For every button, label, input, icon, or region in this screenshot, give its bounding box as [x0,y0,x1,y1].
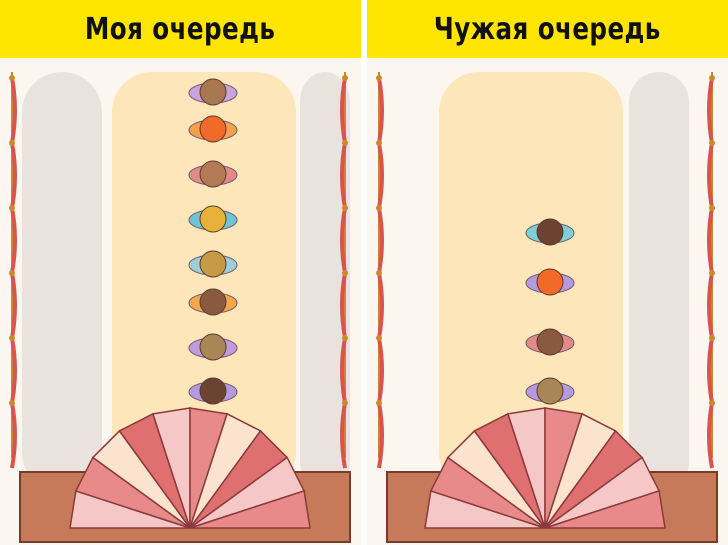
queue-lane [112,72,296,492]
rope-knot [9,400,15,406]
person [188,78,238,106]
rope-knot [376,270,382,276]
person [188,205,238,233]
person [525,218,575,246]
rope-knot [342,400,348,406]
person [188,288,238,316]
rope-knot [709,205,715,211]
queue-scene [376,72,718,543]
rope-knot [709,400,715,406]
rope [707,272,714,339]
rope [340,207,347,274]
rope-knot [342,75,348,81]
panel-header: Моя очередь [0,0,361,58]
person-head [536,328,564,356]
person [188,333,238,361]
queue-scene [9,72,351,543]
person-head [199,160,227,188]
rope [377,402,384,469]
person-head [199,115,227,143]
rope-knot [342,335,348,341]
panel-other-queue: Чужая очередь [367,0,728,545]
rope-knot [709,140,715,146]
rope-knot [709,335,715,341]
umbrella-segment [189,489,311,529]
rope-knot [9,270,15,276]
person-head [536,377,564,405]
rope-knot [376,75,382,81]
rope [707,337,714,404]
side-lane [22,72,102,492]
rope [10,207,17,274]
rope-knot [376,140,382,146]
panel-title: Чужая очередь [434,11,661,47]
person-head [199,78,227,106]
person [188,377,238,405]
rope [10,402,17,469]
person [188,250,238,278]
rope-knot [9,205,15,211]
person-head [536,268,564,296]
rope [10,142,17,209]
person-head [199,250,227,278]
umbrella-segment [544,489,666,529]
rope [340,142,347,209]
rope [707,77,714,144]
person-head [199,288,227,316]
rope-knot [342,270,348,276]
rope [10,77,17,144]
rope-knot [709,75,715,81]
rope [377,207,384,274]
rope-knot [709,270,715,276]
rope-knot [342,205,348,211]
side-lane [629,72,689,492]
rope [340,272,347,339]
rope-knot [376,400,382,406]
rope [10,337,17,404]
rope [707,207,714,274]
rope [340,402,347,469]
person [188,160,238,188]
panel-my-queue: Моя очередь [0,0,361,545]
rope-knot [9,140,15,146]
rope [377,272,384,339]
panel-title: Моя очередь [85,11,276,47]
side-lane [300,72,350,492]
rope [377,142,384,209]
rope [377,77,384,144]
person [525,268,575,296]
rope-knot [9,335,15,341]
rope [707,142,714,209]
rope-knot [376,335,382,341]
person-head [199,377,227,405]
person-head [536,218,564,246]
person [525,328,575,356]
rope [377,337,384,404]
rope [340,77,347,144]
rope [10,272,17,339]
person [525,377,575,405]
person [188,115,238,143]
rope-knot [9,75,15,81]
rope [707,402,714,469]
person-head [199,205,227,233]
panel-header: Чужая очередь [367,0,728,58]
person-head [199,333,227,361]
rope-knot [376,205,382,211]
rope [340,337,347,404]
rope-knot [342,140,348,146]
